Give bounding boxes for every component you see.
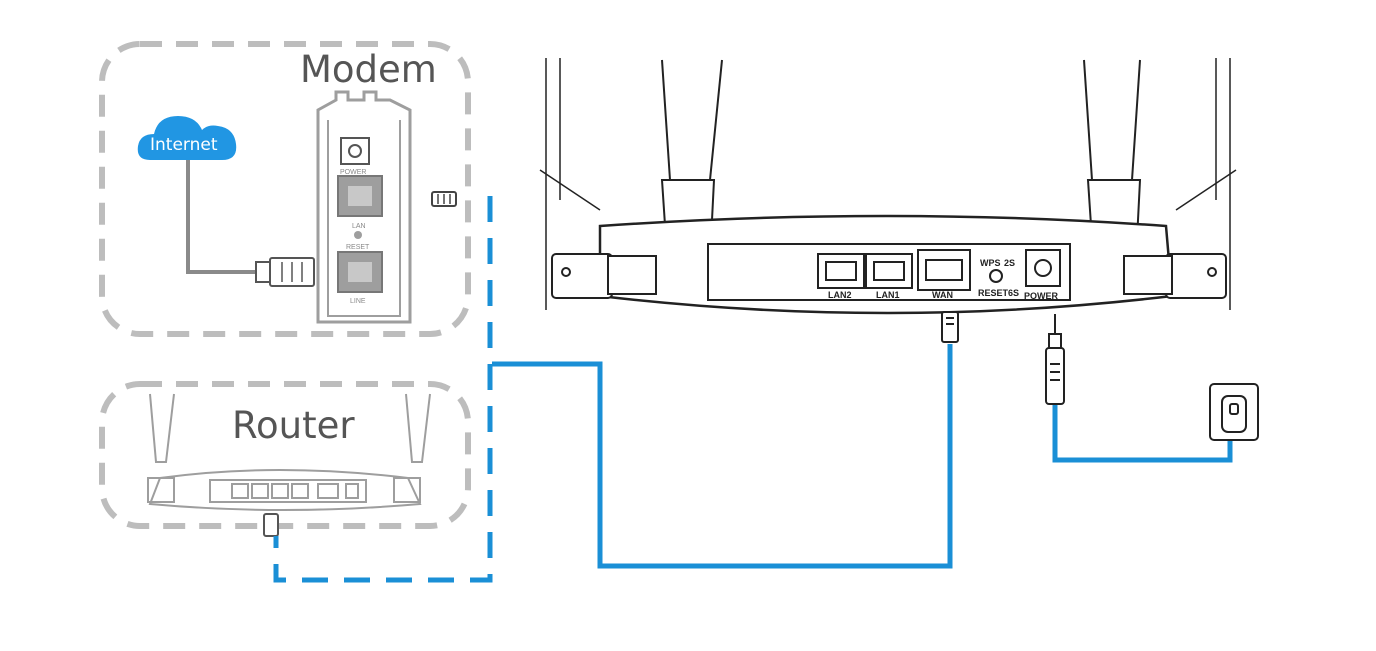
router-power-port [1025, 249, 1061, 287]
ethernet-plug-icon [263, 513, 279, 537]
modem-power-port [340, 137, 370, 165]
modem-dashed-border [99, 41, 471, 337]
ethernet-plug-icon [255, 257, 315, 287]
modem-power-label: POWER [340, 169, 366, 176]
modem-device: POWER LAN RESET LINE [316, 90, 412, 324]
power-adapter-icon [1045, 314, 1065, 405]
router-box-label: Router [232, 404, 355, 447]
ethernet-plug-icon [941, 311, 959, 343]
router-lan2-label: LAN2 [828, 290, 852, 300]
router-wps-reset-button [989, 269, 1003, 283]
cloud-label: Internet [150, 135, 218, 155]
router-dashed-border [99, 381, 471, 529]
router-reset-time: 6S [1008, 288, 1019, 298]
cloud-icon: Internet [137, 116, 237, 160]
wall-outlet-icon [1209, 383, 1259, 441]
cables [273, 196, 1233, 583]
main-router-device: LAN2 LAN1 WAN WPS 2S RESET 6S POWER [539, 58, 1237, 405]
power-cable [1052, 404, 1233, 463]
router-wps-label: WPS [980, 258, 1001, 268]
small-router-device [147, 393, 431, 511]
modem-line-label: LINE [350, 298, 366, 305]
router-wps-time: 2S [1004, 258, 1015, 268]
router-lan1-label: LAN1 [876, 290, 900, 300]
existing-router-group: Router [99, 381, 471, 537]
router-power-label: POWER [1024, 291, 1059, 301]
modem-group: Modem Internet POWER LAN [99, 41, 471, 337]
alt-dashed-cable [273, 196, 493, 583]
wan-cable [492, 344, 953, 569]
modem-box-label: Modem [300, 48, 437, 91]
router-lan2-port [817, 253, 865, 289]
router-reset-label: RESET [978, 288, 1009, 298]
internet-cable [186, 160, 258, 274]
modem-reset-button [354, 231, 362, 239]
modem-reset-label: RESET [346, 244, 370, 251]
modem-lan-label: LAN [352, 223, 366, 230]
router-lan1-port [865, 253, 913, 289]
router-wan-port [917, 249, 971, 291]
ethernet-plug-icon [431, 191, 457, 207]
router-wan-label: WAN [932, 290, 953, 300]
